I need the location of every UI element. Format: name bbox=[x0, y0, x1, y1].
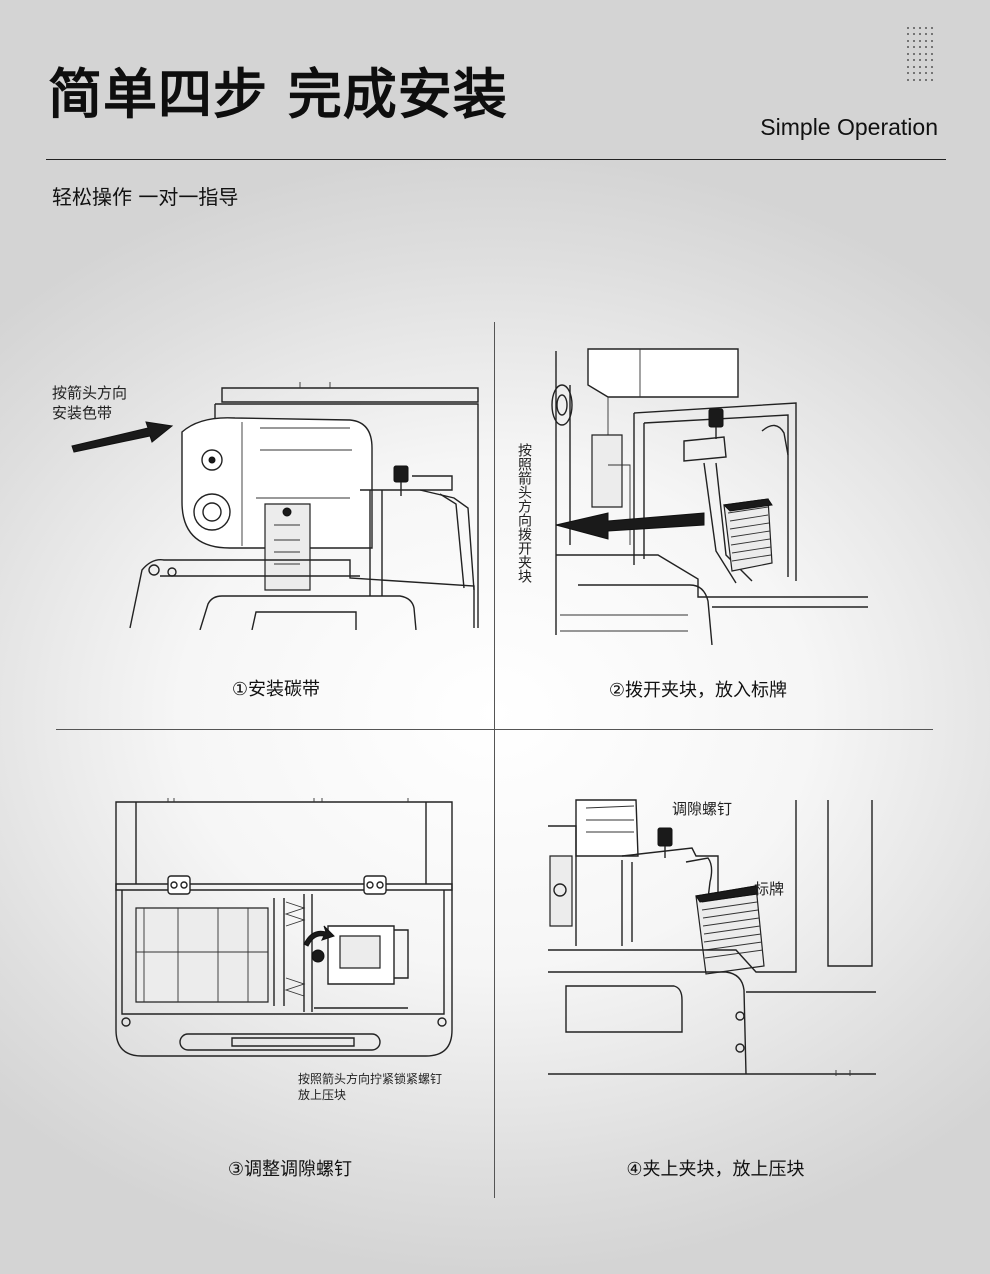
step4-label-tag: 标牌 bbox=[754, 880, 785, 898]
step4-illustration bbox=[548, 799, 876, 1076]
english-subtitle: Simple Operation bbox=[760, 114, 938, 140]
vertical-divider bbox=[494, 322, 495, 1198]
horizontal-divider bbox=[56, 729, 933, 730]
header-rule bbox=[46, 159, 946, 160]
step2-illustration bbox=[551, 348, 868, 645]
page-title: 简单四步 完成安装 bbox=[48, 63, 508, 126]
dot-grid-decoration bbox=[907, 27, 937, 85]
step3-illustration bbox=[115, 798, 453, 1057]
step2-annotation: 按照箭头方向拨开夹块 bbox=[516, 443, 532, 583]
step3-caption: ③调整调隙螺钉 bbox=[227, 1159, 353, 1180]
step2-caption: ②拨开夹块，放入标牌 bbox=[608, 680, 788, 701]
step1-illustration bbox=[71, 382, 479, 630]
intro-text: 轻松操作 一对一指导 bbox=[52, 185, 239, 209]
step4-caption: ④夹上夹块，放上压块 bbox=[626, 1159, 805, 1180]
step3-annotation: 按照箭头方向拧紧锁紧螺钉 放上压块 bbox=[298, 1072, 443, 1102]
step4-label-screw: 调隙螺钉 bbox=[672, 800, 733, 818]
step1-caption: ①安装碳带 bbox=[231, 679, 321, 700]
step1-annotation: 按箭头方向 安装色带 bbox=[52, 384, 128, 422]
